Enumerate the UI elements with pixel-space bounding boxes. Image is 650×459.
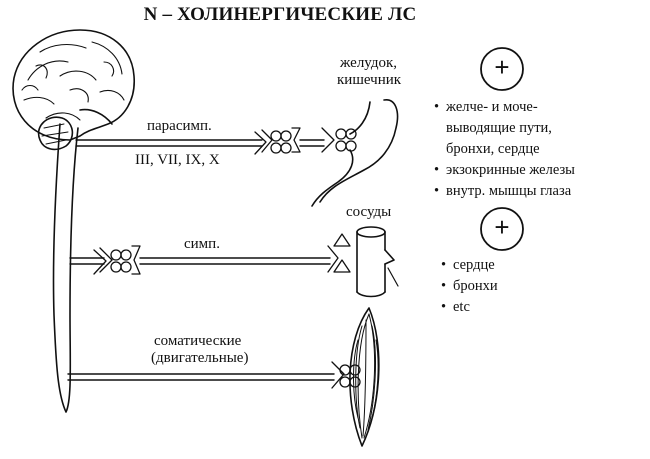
effect-list-item: etc	[441, 297, 498, 318]
parasymp-label: парасимп.	[147, 118, 212, 134]
blood-vessel	[356, 226, 399, 298]
stomach-label-line1: желудок,	[340, 55, 398, 71]
vessels-label: сосуды	[346, 204, 392, 220]
effects-list-symp: сердцебронхиetc	[441, 255, 498, 318]
symp-postganglionic	[139, 257, 331, 265]
ganglion-receptor-parasymp	[254, 127, 301, 155]
diagram-title: N – ХОЛИНЕРГИЧЕСКИЕ ЛС	[143, 4, 417, 25]
cranial-nerves-label: III, VII, IX, X	[135, 152, 220, 168]
ganglion-receptor-symp	[93, 245, 141, 275]
effect-list-item: выводящие пути,	[446, 120, 552, 136]
symp-fiber	[69, 257, 105, 265]
stomach-outline	[311, 99, 399, 207]
effect-list-item: желче- и моче-	[434, 97, 575, 118]
stomach-label-line2: кишечник	[337, 72, 402, 88]
somatic-label-line1: соматические	[154, 333, 242, 349]
cerebellum	[37, 116, 74, 151]
plus-circle-bottom	[480, 207, 524, 251]
plus-sign-top: +	[494, 52, 510, 82]
brain-outline	[12, 29, 135, 141]
parasymp-postganglionic	[299, 139, 325, 147]
plus-circle-top	[480, 47, 524, 91]
spinal-cord	[52, 123, 79, 413]
somatic-label-line2: (двигательные)	[151, 350, 249, 366]
effect-list-item: сердце	[441, 255, 498, 276]
effect-list-item: бронхи	[441, 276, 498, 297]
effect-list-item: внутр. мышцы глаза	[434, 181, 575, 202]
effector-receptor-vessels	[327, 233, 351, 273]
brain-folds	[21, 41, 125, 121]
somatic-fiber	[67, 373, 335, 381]
plus-sign-bottom: +	[494, 212, 510, 242]
symp-label: симп.	[184, 236, 220, 252]
effects-list-parasymp: желче- и моче-выводящие пути, бронхи, сер…	[434, 97, 575, 202]
effector-receptor-stomach	[321, 127, 357, 153]
effect-list-item: бронхи, сердце	[446, 141, 540, 157]
effect-list-item: экзокринные железы	[434, 160, 575, 181]
skeletal-muscle	[349, 307, 380, 447]
parasymp-fiber	[75, 139, 263, 147]
